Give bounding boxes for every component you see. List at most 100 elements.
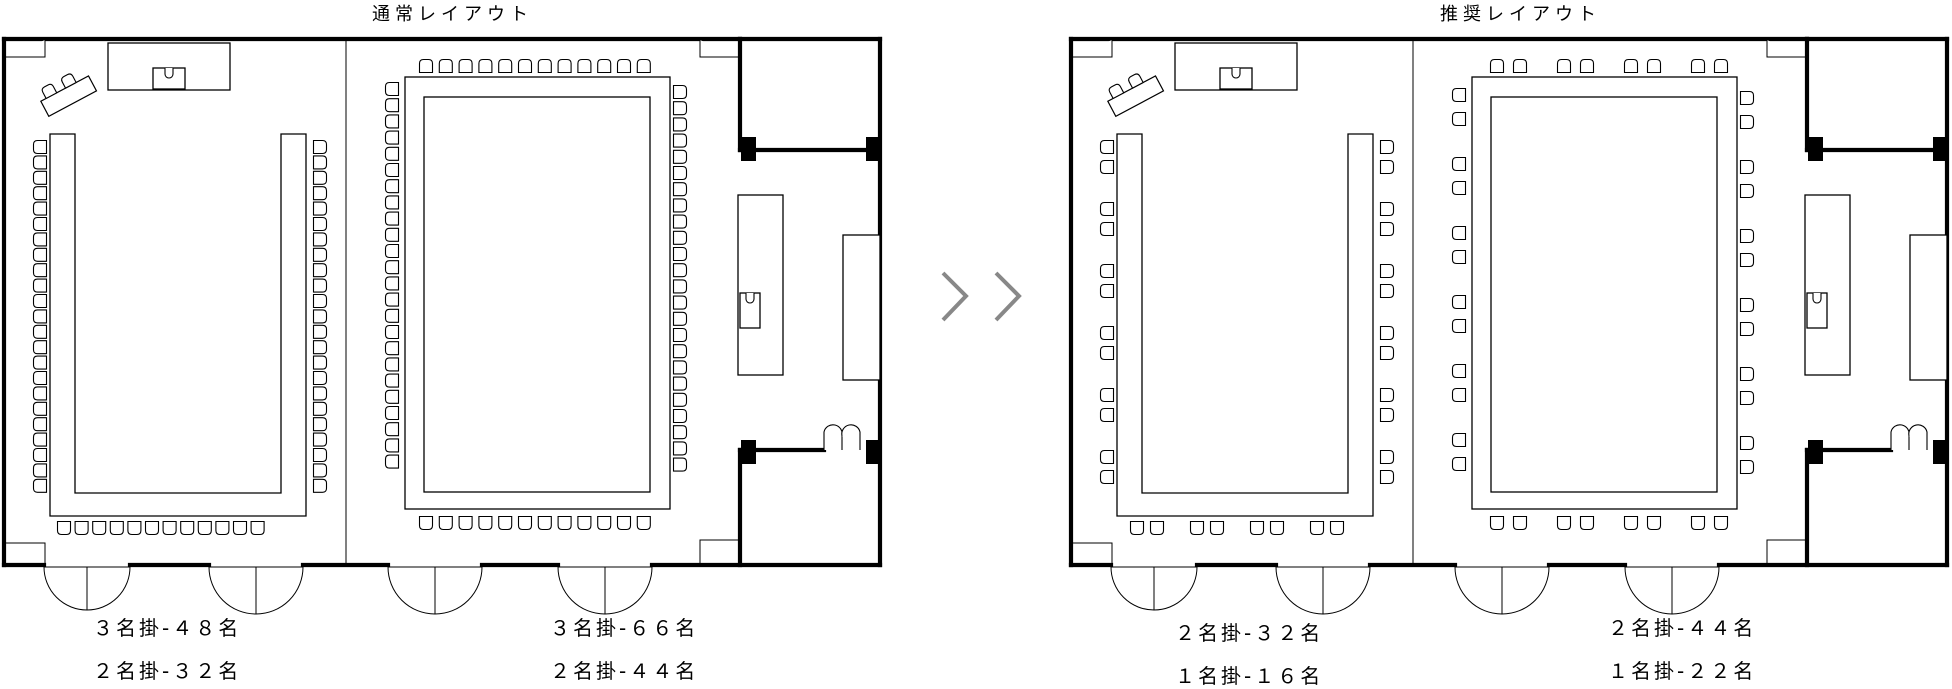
chair — [312, 432, 328, 447]
chair — [1379, 201, 1395, 217]
chair — [1099, 345, 1115, 361]
chair — [1690, 58, 1706, 74]
chair — [384, 341, 400, 356]
wall-pillar — [1808, 137, 1823, 161]
chair — [1451, 318, 1467, 334]
chair — [438, 58, 453, 74]
chair — [127, 520, 142, 536]
chair — [1451, 180, 1467, 196]
chair — [597, 58, 612, 74]
chair — [1099, 159, 1115, 175]
chair — [1739, 159, 1755, 175]
chair — [672, 457, 688, 472]
chair — [672, 425, 688, 440]
chair — [1269, 520, 1285, 536]
wall-pillar — [1933, 137, 1947, 161]
chair — [672, 263, 688, 278]
chair — [672, 327, 688, 343]
chair — [384, 292, 400, 307]
chair — [312, 401, 328, 416]
chair — [32, 355, 48, 370]
chair — [384, 373, 400, 388]
chair — [144, 520, 160, 536]
chair — [384, 179, 400, 194]
chair — [1489, 58, 1505, 74]
service-counter — [842, 234, 881, 381]
wall-pillar — [866, 137, 880, 161]
chair — [672, 376, 688, 391]
chair — [32, 155, 48, 170]
door-swing — [1322, 566, 1371, 615]
door-swing — [43, 566, 88, 611]
chair — [312, 447, 328, 463]
chair — [1739, 297, 1755, 313]
wall-pillar — [741, 440, 756, 464]
door-swing — [1275, 566, 1324, 615]
chair — [197, 520, 212, 536]
chair — [162, 520, 177, 536]
u-shaped-table — [1116, 133, 1374, 517]
chair — [672, 441, 688, 456]
desk-top — [40, 75, 98, 118]
chair — [1512, 58, 1528, 74]
chair — [1451, 294, 1467, 310]
chair — [32, 401, 48, 416]
chair — [616, 58, 632, 74]
chair — [32, 478, 48, 493]
chair — [384, 130, 400, 145]
chair — [312, 309, 328, 324]
chair — [478, 515, 493, 531]
chair — [672, 344, 688, 359]
normal-left-capacity-2: ２名掛-３２名 — [93, 659, 242, 683]
chair — [232, 520, 248, 536]
chair — [1379, 325, 1395, 341]
chair — [61, 73, 77, 89]
chair — [384, 454, 400, 469]
chair — [1713, 58, 1729, 74]
chair — [1739, 183, 1755, 199]
chair — [1690, 515, 1706, 531]
chair — [672, 392, 688, 407]
chair — [250, 520, 265, 536]
recommended-right-capacity-1: ２名掛-４４名 — [1608, 616, 1757, 640]
chair — [1099, 469, 1115, 485]
chair — [312, 186, 328, 201]
chair — [384, 308, 400, 323]
chair — [1099, 387, 1115, 403]
corner-marker — [1766, 539, 1805, 563]
wall-pillar — [741, 137, 756, 161]
chair — [1099, 201, 1115, 217]
chair — [312, 478, 328, 493]
chair — [458, 58, 473, 74]
chair — [92, 520, 107, 536]
chair — [32, 293, 48, 309]
chair — [498, 58, 513, 74]
chair — [384, 260, 400, 275]
chair — [1379, 263, 1395, 279]
corner-marker — [699, 539, 738, 563]
chair — [537, 58, 552, 74]
chair — [312, 417, 328, 432]
chair — [1451, 432, 1467, 448]
chair — [1623, 515, 1639, 531]
chair — [672, 149, 688, 164]
chair — [577, 58, 592, 74]
normal-right-capacity-2: ２名掛-４４名 — [550, 659, 699, 683]
chair — [384, 146, 400, 161]
chair — [1099, 325, 1115, 341]
chair — [384, 389, 400, 404]
door-swing — [208, 566, 257, 615]
chair — [1149, 520, 1165, 536]
chair — [312, 155, 328, 170]
chair — [418, 58, 434, 74]
chair — [32, 340, 48, 355]
chair — [384, 227, 400, 242]
chair — [384, 195, 400, 210]
chair — [1379, 139, 1395, 155]
chair — [1189, 520, 1205, 536]
chair — [56, 520, 72, 536]
wall-pillar — [1808, 440, 1823, 464]
chair — [672, 101, 688, 116]
door-swing — [1153, 566, 1198, 611]
normal-layout-title: 通常レイアウト — [372, 4, 533, 25]
